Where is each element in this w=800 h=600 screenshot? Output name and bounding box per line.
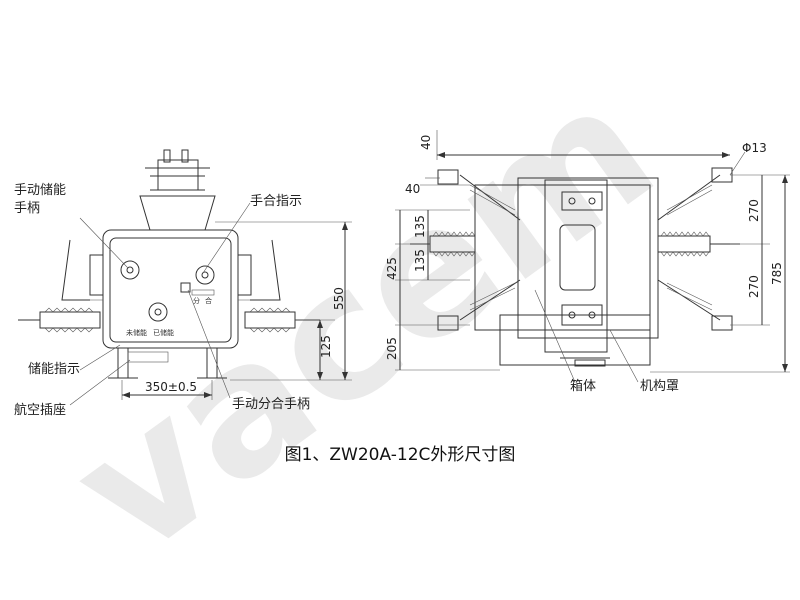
- left-leaders: [69, 202, 251, 406]
- indicator-window: [180, 282, 215, 296]
- dim-hole-text: Φ13: [742, 141, 767, 155]
- left-bracket: [61, 239, 90, 301]
- leader-hole: [729, 151, 746, 176]
- dim-785-text: 785: [770, 262, 784, 285]
- dim-125-text: 125: [319, 335, 333, 358]
- manual-close-indicator-dial: [195, 265, 215, 285]
- label-tank: 箱体: [570, 378, 596, 394]
- dim-135a-text: 135: [413, 215, 427, 238]
- top-terminal: [139, 149, 216, 231]
- close-mark: 合: [205, 296, 212, 305]
- stored-mark: 已储能: [153, 328, 174, 337]
- dim-550-text: 550: [332, 287, 346, 310]
- dim-270a-text: 270: [747, 199, 761, 222]
- dim-40b-text: 40: [405, 182, 420, 196]
- dim-350-text: 350±0.5: [145, 380, 197, 394]
- dim-350: 350±0.5: [121, 380, 213, 400]
- dim-left-vertical: 135 135 425 205: [385, 209, 500, 371]
- open-mark: 分: [193, 296, 200, 305]
- dim-40a-text: 40: [419, 135, 433, 150]
- label-manual-storage-handle-1: 手动储能: [14, 183, 66, 198]
- dim-right-vertical: 270 270 785: [650, 174, 790, 373]
- label-mechanism-cover: 机构罩: [640, 379, 679, 394]
- manual-storage-handle-dial: [120, 260, 140, 280]
- figure-caption: 图1、ZW20A-12C外形尺寸图: [285, 445, 516, 465]
- label-storage-indicator: 储能指示: [28, 362, 80, 377]
- leader-cover: [609, 329, 639, 383]
- label-manual-close-indicator: 手合指示: [250, 194, 302, 209]
- not-stored-mark: 未储能: [126, 328, 147, 337]
- dim-125: 125: [295, 319, 335, 380]
- left-insulator-left: [18, 307, 101, 333]
- leader-tank: [534, 289, 576, 383]
- left-view: 分 合 未储能 已储能 手动储能 手柄 手合指示 储能指示 航空插座: [14, 149, 352, 418]
- watermark-text: vacem: [37, 43, 690, 597]
- label-manual-open-close-handle: 手动分合手柄: [232, 397, 310, 412]
- right-mechanism-cover: [499, 314, 651, 367]
- watermark: vacem: [37, 43, 690, 597]
- dim-205-text: 205: [385, 337, 399, 360]
- right-view: 箱体 机构罩 Φ13 40 40 135 135 42: [385, 130, 790, 394]
- dim-top-40: 40: [419, 130, 730, 160]
- dim-550: 550: [215, 221, 352, 381]
- dim-135b-text: 135: [413, 249, 427, 272]
- dim-425-text: 425: [385, 257, 399, 280]
- dim-270b-text: 270: [747, 275, 761, 298]
- storage-indicator-dial: [148, 302, 168, 322]
- right-bracket: [250, 239, 281, 301]
- label-aviation-socket: 航空插座: [14, 402, 66, 418]
- right-insulators-diagonal: [469, 184, 713, 311]
- left-base: [108, 347, 227, 379]
- dim-side-40: 40: [405, 177, 470, 196]
- label-manual-storage-handle-2: 手柄: [14, 201, 40, 216]
